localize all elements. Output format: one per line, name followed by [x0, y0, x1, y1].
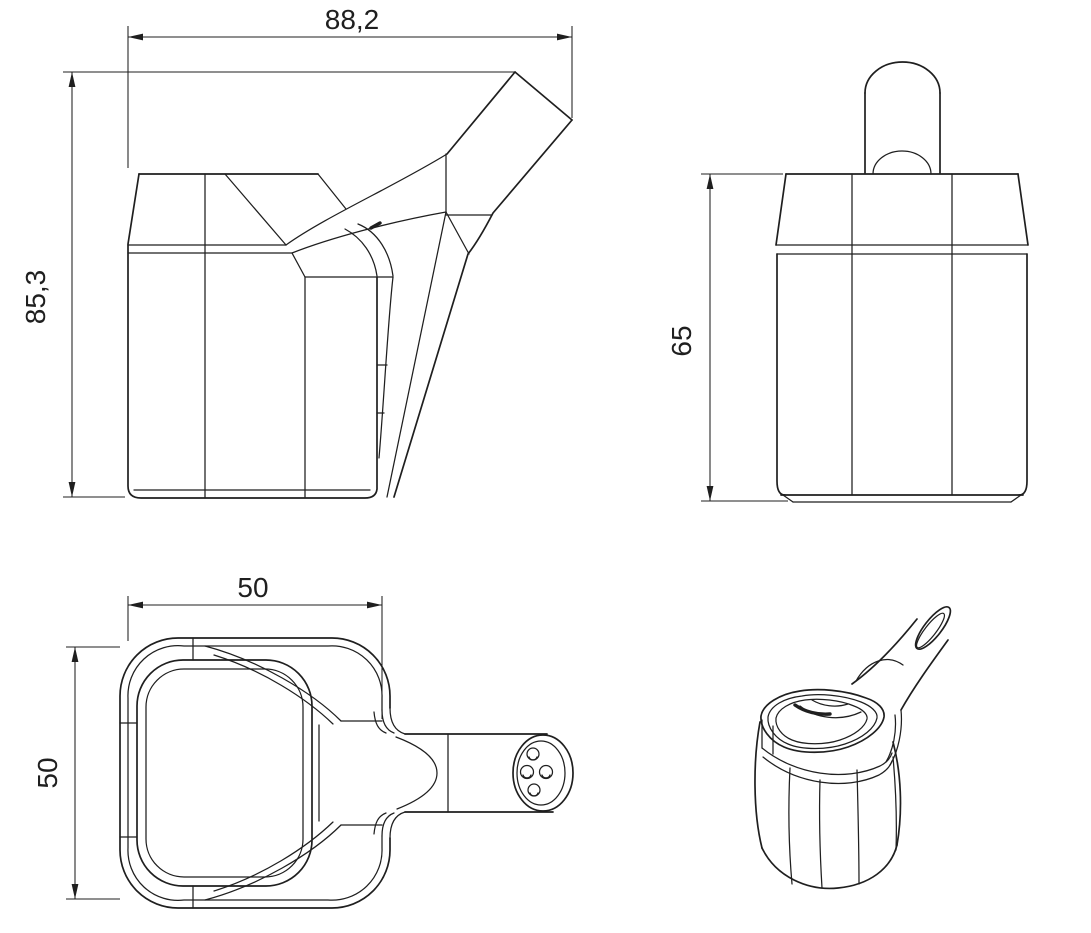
panel-crease — [788, 767, 793, 885]
rim-outer-ring — [760, 688, 885, 754]
chamfer-line-top-outer — [204, 645, 342, 722]
spout-upper-edge — [851, 618, 918, 685]
pin-hole — [519, 764, 535, 780]
spout-tube-cap — [864, 61, 941, 94]
dimension-label-top-width: 50 — [237, 572, 268, 603]
body-side-right — [1018, 253, 1028, 496]
pin-hole-detail — [541, 774, 551, 779]
top-depth-dimension: 50 — [32, 646, 120, 900]
dimension-arrow — [68, 482, 76, 497]
spout-fairing-inner — [885, 714, 897, 763]
shoulder-curve — [381, 709, 395, 734]
pin-hole — [538, 764, 554, 780]
side-view: 88,2 85,3 — [20, 4, 573, 499]
pin-hole — [526, 747, 540, 761]
body-side-left — [776, 253, 786, 496]
connector-pin-holes — [519, 747, 554, 797]
collar-lower-curve — [291, 211, 447, 254]
opening-outer-ring — [136, 659, 313, 887]
lid-slant-left — [775, 173, 787, 246]
dimension-arrow — [71, 647, 79, 662]
inner-dome-shadow-arc — [793, 703, 832, 716]
dimension-arrow — [557, 33, 572, 41]
lid-slant-right — [1017, 173, 1029, 246]
spout-bend-arc — [855, 659, 904, 682]
spout-fairing-edge — [386, 211, 447, 498]
spout-mouth-inner — [915, 612, 946, 649]
front-view: 65 — [666, 61, 1029, 503]
band-taper-edge — [378, 276, 394, 459]
dimension-label-front-height: 65 — [666, 325, 697, 356]
side-width-dimension: 88,2 — [127, 4, 573, 168]
shoulder-curve — [389, 811, 406, 839]
base-chamfer-left — [782, 494, 794, 503]
connector-face-outer — [512, 734, 574, 812]
connector-face-inner — [516, 740, 566, 806]
body-bottom-edge — [761, 844, 898, 890]
body-left-edge — [754, 721, 763, 849]
dimension-arrow — [706, 174, 714, 189]
shoulder-curve — [381, 812, 395, 837]
spout-junction-diagonal — [445, 211, 470, 255]
nozzle-dome-curve — [395, 736, 438, 810]
dimension-label-side-height: 85,3 — [20, 270, 51, 325]
collar-seam-tick — [369, 221, 382, 230]
panel-crease — [818, 779, 823, 889]
rim-step — [291, 252, 306, 278]
side-view-body — [127, 71, 573, 499]
inner-cavity-arc — [811, 699, 849, 707]
outer-ring — [119, 637, 391, 909]
lid-slope-edge — [317, 173, 347, 210]
chamfer-line-bottom-outer — [204, 824, 342, 901]
pin-hole-detail — [529, 792, 539, 797]
top-width-dimension: 50 — [127, 572, 383, 719]
dimension-arrow — [367, 601, 382, 609]
body-outline — [127, 173, 378, 499]
dimension-arrow — [68, 72, 76, 87]
dimension-label-top-depth: 50 — [32, 757, 63, 788]
side-height-dimension: 85,3 — [20, 71, 516, 498]
isometric-view — [754, 606, 952, 890]
spout-inner-arc — [872, 150, 932, 175]
dimension-arrow — [128, 33, 143, 41]
inner-ring — [127, 645, 383, 901]
pin-hole — [527, 783, 541, 797]
shoulder-curve — [373, 812, 387, 835]
spout-lower-edge — [900, 639, 949, 711]
front-height-dimension: 65 — [666, 173, 788, 502]
spout-mouth-outer — [914, 606, 952, 650]
dimension-arrow — [706, 486, 714, 501]
spout-mouth-edge — [514, 71, 573, 121]
lid-fold-line — [224, 173, 287, 246]
panel-crease — [856, 769, 860, 885]
body-band-upper — [761, 747, 893, 776]
dimension-arrow — [128, 601, 143, 609]
pin-hole-detail — [528, 756, 538, 761]
rim-inner-ring — [767, 694, 878, 750]
dimension-label-side-width: 88,2 — [325, 4, 380, 35]
chamfer-line-top-inner — [213, 654, 334, 725]
body-right-edge — [892, 741, 902, 846]
shoulder-curve — [373, 711, 387, 734]
panel-crease — [892, 756, 897, 851]
top-view-body — [119, 637, 574, 909]
top-view: 50 50 — [32, 572, 574, 909]
collar-arc-inner — [344, 228, 378, 277]
opening-inner-ring — [145, 668, 304, 878]
spout-lower-edge — [393, 119, 573, 498]
opening-ring — [775, 698, 868, 745]
collar-upper-curve — [285, 153, 448, 246]
base-chamfer-right — [1010, 494, 1022, 503]
spout-upper-edge — [446, 71, 516, 155]
collar-arc-outer — [357, 223, 394, 277]
pin-hole-detail — [522, 774, 532, 779]
shoulder-curve — [389, 707, 406, 735]
chamfer-line-bottom-inner — [213, 821, 334, 892]
front-view-body — [775, 61, 1029, 503]
dimension-arrow — [71, 884, 79, 899]
